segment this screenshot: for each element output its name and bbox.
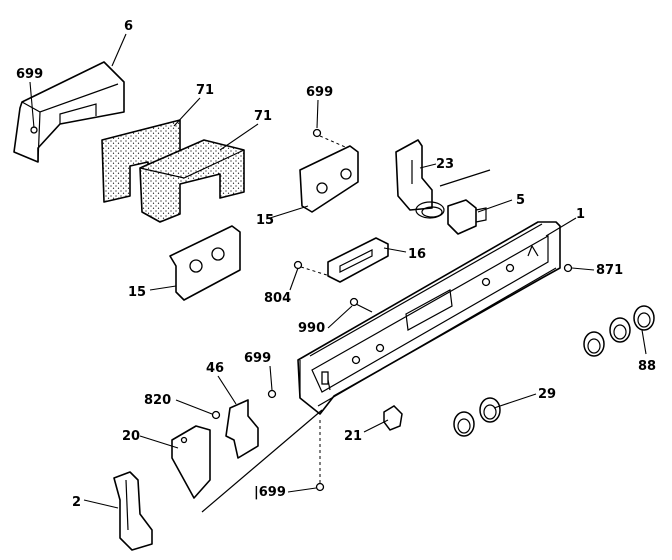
part-5-thermostat	[415, 169, 491, 235]
panel-display-window	[405, 289, 453, 331]
screw-804-path	[300, 266, 331, 277]
part-15-plate-lower	[169, 225, 241, 301]
callout-871: 871	[596, 263, 623, 278]
screw-820	[211, 410, 221, 420]
screw-990	[349, 297, 359, 307]
callout-699-mid: 699	[244, 351, 271, 366]
screw-804	[293, 260, 303, 270]
part-6-cover	[13, 61, 125, 163]
callout-21: 21	[344, 429, 362, 444]
screw-699-bottom	[315, 482, 325, 492]
callout-46: 46	[206, 361, 224, 376]
part-46-bracket	[225, 399, 259, 459]
part-23-bracket	[395, 139, 433, 211]
callout-1: 1	[576, 207, 585, 222]
part-29-knobs	[453, 397, 501, 437]
screw-699-mid	[267, 389, 277, 399]
part-21-knob	[383, 405, 403, 431]
callout-71-b: 71	[254, 109, 272, 124]
screw-871	[563, 263, 573, 273]
callout-88: 88	[638, 359, 656, 374]
callout-2: 2	[72, 495, 81, 510]
part-71-insulation-a	[101, 119, 181, 203]
part-71-insulation-b	[139, 139, 245, 223]
part-1-control-panel	[297, 221, 561, 415]
callout-990: 990	[298, 321, 325, 336]
callout-29: 29	[538, 387, 556, 402]
callout-699-top-left: 699	[16, 67, 43, 82]
callout-16: 16	[408, 247, 426, 262]
leader-lines	[29, 33, 647, 509]
callout-820: 820	[144, 393, 171, 408]
callout-labels: 6 699 71 71 699 15 23 5 1 16 15 804 871 …	[16, 19, 656, 510]
part-16-switch	[327, 237, 389, 283]
callout-6: 6	[124, 19, 133, 34]
screw-699-top	[312, 128, 322, 138]
callout-71-a: 71	[196, 83, 214, 98]
callout-15-upper: 15	[256, 213, 274, 228]
callout-699-bottom: |699	[254, 485, 286, 500]
part-15-plate-upper	[299, 145, 359, 213]
part-88-knobs	[583, 305, 655, 357]
callout-5: 5	[516, 193, 525, 208]
callout-699-top: 699	[306, 85, 333, 100]
callout-23: 23	[436, 157, 454, 172]
callout-804: 804	[264, 291, 291, 306]
part-2-trim	[113, 471, 153, 551]
callout-20: 20	[122, 429, 140, 444]
callout-15-lower: 15	[128, 285, 146, 300]
part-20-bracket	[171, 409, 323, 513]
